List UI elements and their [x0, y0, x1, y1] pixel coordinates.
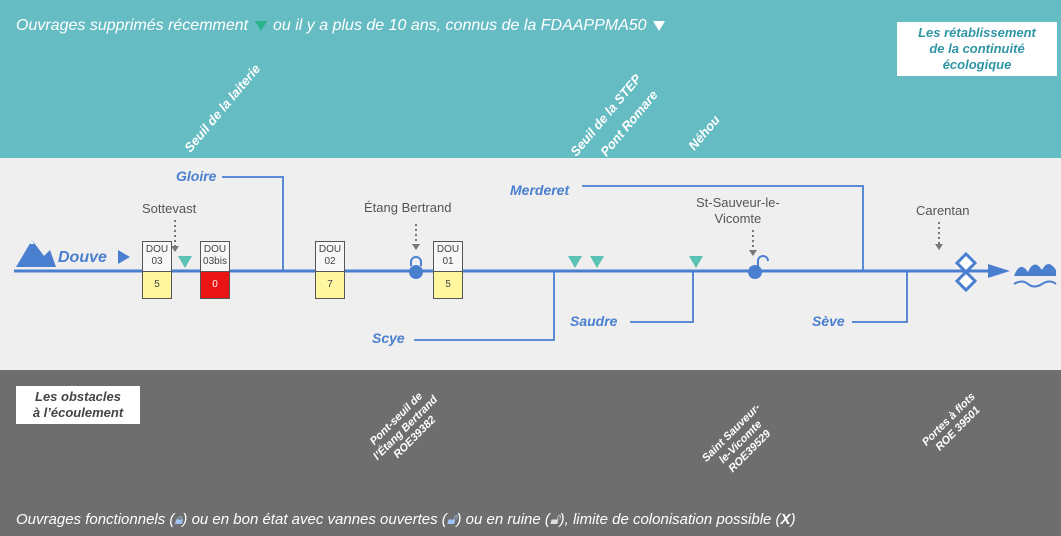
- green-triangle-icon: [254, 20, 267, 31]
- padlock-open-icon: [748, 255, 769, 279]
- padlock-closed-icon: 🔒︎: [174, 511, 183, 528]
- ouvrage-code: DOU 03: [142, 241, 172, 271]
- sluice-diamond-icon: [954, 251, 978, 293]
- removed-weir-triangle-icon: [568, 256, 582, 268]
- ouvrage-code: DOU 02: [315, 241, 345, 271]
- merderet-line: [582, 185, 864, 271]
- merderet-label: Merderet: [510, 182, 570, 198]
- removed-weir-triangle-icon: [590, 256, 604, 268]
- ouvrage-dou02: DOU 02 7: [315, 241, 345, 299]
- saudre-line: [630, 271, 694, 323]
- gloire-line: [222, 176, 284, 271]
- ouvrage-score: 5: [433, 271, 463, 299]
- footer-caption: Ouvrages fonctionnels (🔒︎) ou en bon éta…: [16, 511, 796, 528]
- carentan-label: Carentan: [916, 203, 970, 218]
- scye-label: Scye: [372, 330, 405, 346]
- ruined-padlock-icon: 🔓︎: [549, 511, 560, 528]
- douve-arrow-icon: [118, 250, 130, 264]
- removed-weir-triangle-icon: [178, 256, 192, 268]
- middle-band: [0, 158, 1061, 370]
- douve-label: Douve: [58, 249, 107, 266]
- white-triangle-icon: [653, 20, 665, 31]
- removed-weir-triangle-icon: [689, 256, 703, 268]
- colonisation-limit-mark: X: [780, 511, 791, 528]
- ouvrage-code: DOU 03bis: [200, 241, 230, 271]
- padlock-closed-icon: [409, 256, 423, 279]
- saudre-label: Saudre: [570, 313, 618, 329]
- scye-line: [414, 271, 555, 341]
- ouvrage-score: 0: [200, 271, 230, 299]
- gloire-label: Gloire: [176, 168, 217, 184]
- ouvrage-dou03bis: DOU 03bis 0: [200, 241, 230, 299]
- seve-label: Sève: [812, 313, 845, 329]
- st-sauveur-label: St-Sauveur-le- Vicomte: [696, 195, 780, 226]
- obstacles-legend-box: Les obstacles à l’écoulement: [16, 386, 140, 424]
- top-band: [0, 0, 1061, 158]
- sottevast-label: Sottevast: [142, 201, 197, 216]
- mountain-icon: [16, 240, 56, 267]
- etang-bertrand-label: Étang Bertrand: [364, 200, 452, 215]
- ouvrage-dou03: DOU 03 5: [142, 241, 172, 299]
- header-caption: Ouvrages supprimés récemment ou il y a p…: [16, 17, 667, 35]
- ouvrage-score: 7: [315, 271, 345, 299]
- bottom-band: [0, 370, 1061, 536]
- river-end-arrow-icon: [988, 264, 1010, 278]
- seve-line: [852, 271, 908, 323]
- ouvrage-code: DOU 01: [433, 241, 463, 271]
- padlock-open-icon: 🔓︎: [446, 511, 457, 528]
- wave-sea-icon: [1013, 264, 1057, 288]
- restoration-legend-box: Les rétablissement de la continuité écol…: [897, 22, 1057, 76]
- ouvrage-dou01: DOU 01 5: [433, 241, 463, 299]
- ouvrage-score: 5: [142, 271, 172, 299]
